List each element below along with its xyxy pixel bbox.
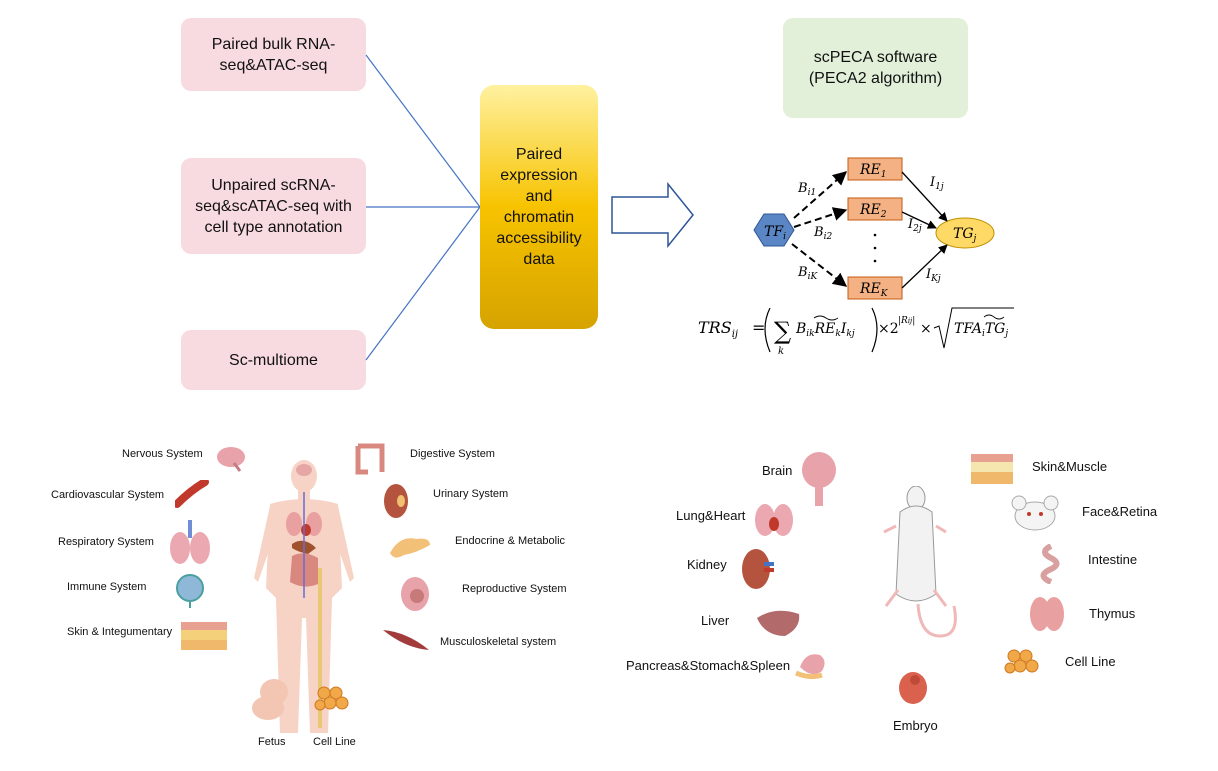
label-fetus: Fetus bbox=[258, 736, 286, 748]
label-intestine: Intestine bbox=[1088, 552, 1138, 567]
blood-vessel-icon bbox=[175, 480, 209, 508]
input-unpaired-sc: Unpaired scRNA- seq&scATAC-seq with cell… bbox=[181, 158, 366, 254]
edge-tf-re1 bbox=[793, 171, 848, 219]
liver-icon bbox=[757, 610, 800, 636]
lung-heart-icon bbox=[755, 504, 793, 536]
edge-re1-tg bbox=[901, 171, 948, 222]
label-thymus: Thymus bbox=[1089, 606, 1136, 621]
re1-label: RE1 bbox=[859, 162, 887, 180]
regulatory-network: TFi RE1 RE2 REK TGj Bi1 Bi2 BiK I1j I2j … bbox=[698, 157, 1014, 357]
label-cardiovascular-system: Cardiovascular System bbox=[51, 489, 165, 501]
label-bk: BiK bbox=[797, 265, 818, 282]
svg-text:|Rij|: |Rij| bbox=[898, 316, 915, 326]
svg-text:×2: ×2 bbox=[878, 321, 899, 337]
svg-text:×: × bbox=[920, 321, 932, 337]
stomach-icon bbox=[795, 654, 825, 680]
kidney-icon bbox=[384, 484, 408, 518]
mouse-brain-icon bbox=[802, 452, 836, 506]
mouse-intestine-icon bbox=[1040, 544, 1060, 584]
mouse-kidney-icon bbox=[742, 549, 774, 589]
human-body-icon bbox=[254, 460, 354, 733]
pancreas-icon bbox=[390, 538, 430, 558]
label-embryo: Embryo bbox=[893, 718, 938, 733]
edge-rek-tg bbox=[901, 244, 948, 289]
re2-node bbox=[847, 197, 903, 221]
re1-node bbox=[847, 157, 903, 181]
label-i1: I1j bbox=[929, 175, 944, 192]
svg-text:k: k bbox=[778, 346, 784, 357]
rek-label: REK bbox=[859, 281, 889, 299]
edge-tf-rek bbox=[791, 243, 848, 287]
label-reproductive-system: Reproductive System bbox=[462, 583, 567, 595]
label-ik: IKj bbox=[925, 267, 941, 284]
input-bulk-rna-atac: Paired bulk RNA- seq&ATAC-seq bbox=[181, 18, 366, 91]
skin-muscle-icon bbox=[971, 454, 1013, 484]
svg-text:=: = bbox=[752, 318, 765, 337]
svg-text:TFAiTGj: TFAiTGj bbox=[954, 321, 1008, 339]
brain-icon bbox=[217, 447, 245, 472]
svg-text:∑: ∑ bbox=[774, 317, 791, 345]
re2-label: RE2 bbox=[859, 202, 887, 220]
skin-layers-icon bbox=[181, 622, 227, 650]
cell-line-icon-mouse bbox=[1004, 649, 1039, 674]
label-kidney: Kidney bbox=[687, 557, 727, 572]
label-cell-line-mouse: Cell Line bbox=[1065, 654, 1116, 669]
thymus-icon bbox=[1030, 597, 1064, 631]
label-lung-heart: Lung&Heart bbox=[676, 508, 746, 523]
immune-cell-icon bbox=[176, 574, 204, 608]
label-immune-system: Immune System bbox=[67, 581, 147, 593]
label-digestive-system: Digestive System bbox=[410, 448, 495, 460]
connector-multiome bbox=[365, 206, 481, 361]
svg-text:BikREkIkj: BikREkIkj bbox=[795, 321, 855, 339]
muscle-icon bbox=[383, 630, 429, 650]
label-endocrine-metabolic: Endocrine & Metabolic bbox=[455, 535, 566, 547]
cell-line-icon-human bbox=[314, 686, 349, 711]
label-nervous-system: Nervous System bbox=[122, 448, 203, 460]
hollow-arrow-icon bbox=[611, 181, 694, 249]
label-pancreas-stomach-spleen: Pancreas&Stomach&Spleen bbox=[626, 658, 791, 673]
scpeca-software-box: scPECA software (PECA2 algorithm) bbox=[783, 18, 968, 118]
tf-node bbox=[753, 213, 795, 247]
tf-label: TFi bbox=[764, 224, 786, 242]
edge-tf-re2 bbox=[793, 207, 848, 228]
edge-re2-tg bbox=[901, 211, 937, 229]
embryo-icon bbox=[899, 672, 927, 704]
tg-label: TGj bbox=[953, 226, 977, 244]
trs-formula: TRSij = ∑ k BikREkIkj ×2 |Rij| × TFAiTGj bbox=[698, 307, 1014, 357]
label-skin-muscle: Skin&Muscle bbox=[1032, 459, 1108, 474]
label-urinary-system: Urinary System bbox=[433, 488, 509, 500]
intestine-icon bbox=[355, 443, 385, 475]
lungs-icon bbox=[170, 520, 210, 564]
label-cell-line-human: Cell Line bbox=[313, 736, 356, 748]
central-paired-data: Paired expression and chromatin accessib… bbox=[480, 85, 598, 329]
label-liver: Liver bbox=[701, 613, 730, 628]
label-b1: Bi1 bbox=[797, 181, 816, 198]
label-musculoskeletal-system: Musculoskeletal system bbox=[440, 636, 557, 648]
label-i2: I2j bbox=[907, 217, 922, 234]
label-skin-integumentary: Skin & Integumentary bbox=[67, 626, 173, 638]
label-brain: Brain bbox=[762, 463, 793, 478]
label-face-retina: Face&Retina bbox=[1082, 504, 1158, 519]
label-b2: Bi2 bbox=[813, 225, 832, 242]
mouse-face-icon bbox=[1011, 495, 1059, 531]
fetus-icon bbox=[252, 679, 288, 720]
tg-node bbox=[935, 217, 995, 249]
reproductive-icon bbox=[401, 577, 429, 611]
input-sc-multiome: Sc-multiome bbox=[181, 330, 366, 390]
label-respiratory-system: Respiratory System bbox=[58, 536, 154, 548]
connector-bulk bbox=[365, 54, 481, 208]
svg-text:TRSij: TRSij bbox=[698, 318, 738, 340]
mouse-body-icon bbox=[883, 486, 957, 638]
